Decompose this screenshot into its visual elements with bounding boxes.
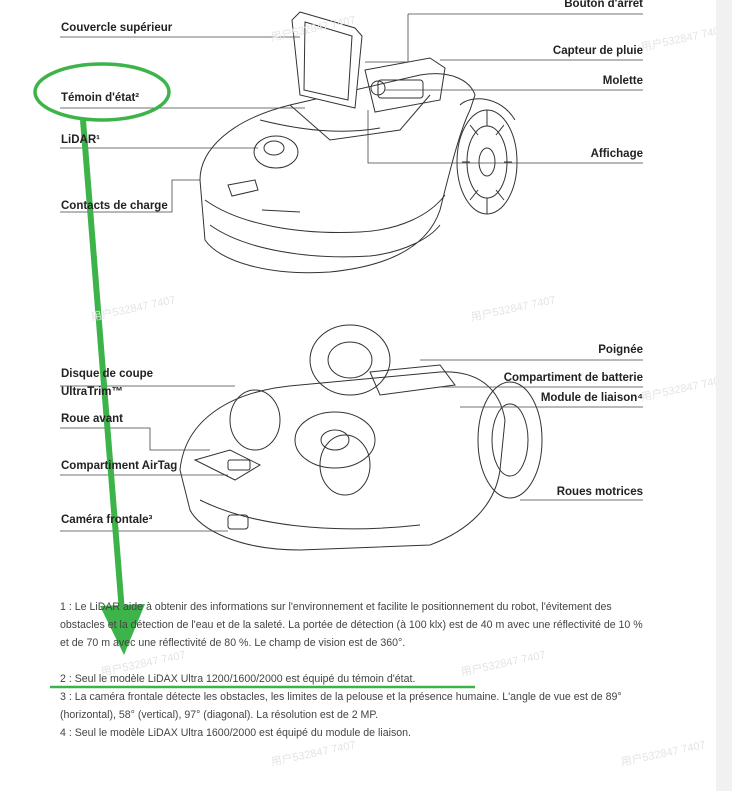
label-bouton: Bouton d'arrêt: [564, 0, 643, 10]
label-contacts: Contacts de charge: [61, 200, 168, 212]
footnote-2: 2 : Seul le modèle LiDAX Ultra 1200/1600…: [60, 673, 416, 685]
footnote-1: 1 : Le LiDAR aide à obtenir des informat…: [60, 601, 643, 649]
label-lidar: LiDAR¹: [61, 134, 100, 146]
label-module: Module de liaison⁴: [540, 392, 643, 404]
label-temoin: Témoin d'état²: [61, 92, 140, 104]
footnote-4: 4 : Seul le modèle LiDAX Ultra 1600/2000…: [60, 727, 411, 739]
top-robot-illustration: [199, 11, 518, 274]
label-roue-avant: Roue avant: [61, 413, 123, 425]
vertical-scrollbar[interactable]: [716, 0, 732, 791]
green-annotation: [33, 62, 475, 689]
label-poignee: Poignée: [598, 344, 643, 356]
label-airtag: Compartiment AirTag: [61, 460, 178, 472]
label-roues-motrices: Roues motrices: [556, 486, 643, 498]
label-capteur: Capteur de pluie: [552, 45, 643, 57]
bottom-robot-illustration: [179, 324, 543, 551]
label-couvercle: Couvercle supérieur: [61, 22, 173, 34]
label-camera: Caméra frontale³: [61, 514, 153, 526]
label-disque-1: Disque de coupe: [61, 368, 154, 380]
arrow-head: [100, 604, 145, 655]
highlight-ellipse: [33, 62, 171, 122]
label-disque-2: UltraTrim™: [61, 386, 123, 398]
label-molette: Molette: [602, 75, 643, 87]
label-affichage: Affichage: [590, 148, 643, 160]
footnote-3: 3 : La caméra frontale détecte les obsta…: [60, 691, 622, 721]
arrow-shaft: [80, 119, 125, 613]
label-batterie: Compartiment de batterie: [503, 372, 643, 384]
